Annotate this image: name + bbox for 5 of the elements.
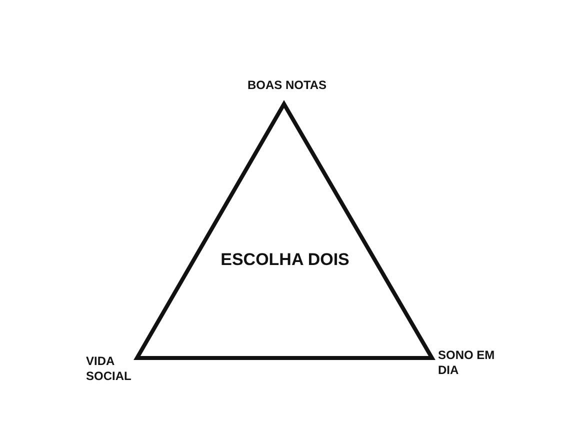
corner-label: SONO EM DIA: [438, 348, 496, 378]
corner-label: BOAS NOTAS: [246, 78, 328, 93]
center-label: ESCOLHA DOIS: [220, 250, 350, 270]
corner-label: VIDA SOCIAL: [86, 354, 132, 384]
triangle: [135, 100, 435, 361]
